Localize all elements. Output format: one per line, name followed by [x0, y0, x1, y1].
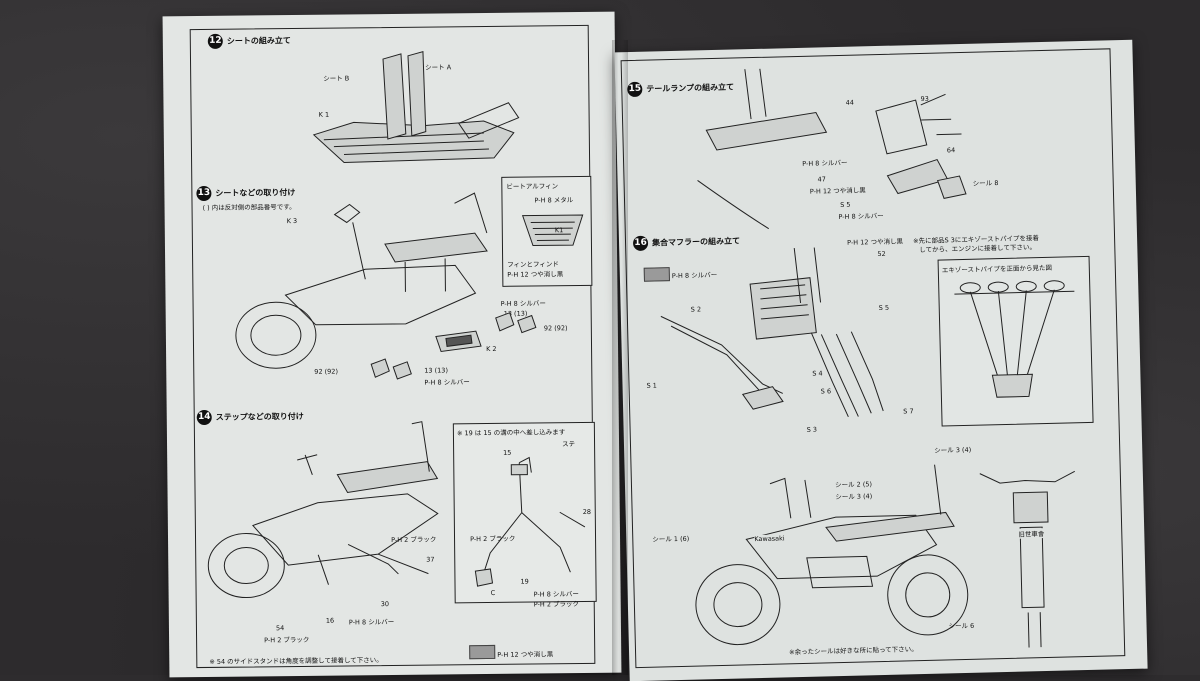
label-s3: S 3 [806, 425, 818, 434]
turn-signal-parts-right [495, 312, 537, 334]
seal-sheet-part [936, 175, 967, 199]
label-s6: S 6 [820, 387, 832, 396]
label-k2: K 2 [486, 344, 497, 354]
book-gutter [612, 40, 628, 675]
label-16: 16 [325, 616, 335, 625]
label-seal-3: シール 3 (4) [835, 492, 873, 502]
label-black-3: P-H 2 ブラック [264, 635, 310, 645]
step-14-inset-note: ※ 19 は 15 の溝の中へ差し込みます [456, 428, 566, 438]
completed-motorcycle-side-view [695, 464, 969, 646]
label-silver-c: P-H 8 シルバー [533, 590, 579, 599]
label-s4: S 4 [812, 369, 823, 378]
label-silver-14: P-H 8 シルバー [348, 617, 395, 627]
label-44: 44 [845, 98, 855, 107]
label-black-15: P-H 12 つや消し黒 [809, 186, 866, 196]
matte-black-swatch-label: P-H 12 つや消し黒 [497, 650, 554, 659]
label-92a: 92 (92) [543, 324, 568, 333]
label-black-c2: P-H 2 ブラック [533, 600, 580, 609]
motorcycle-seat-mount-drawing [235, 192, 488, 369]
exhaust-pipes-front-view [954, 280, 1075, 398]
motorcycle-step-mount-drawing [207, 421, 439, 599]
beat-fin-title: ビートアルフィン [506, 182, 559, 191]
label-silver-2: P-H 8 シルバー [424, 378, 470, 387]
step-bracket-drawing [474, 456, 586, 587]
label-seal-6: シール 6 [948, 621, 975, 631]
label-93: 93 [920, 94, 929, 103]
label-64: 64 [946, 146, 956, 155]
matte-black-swatch [469, 644, 496, 660]
license-plate-text: 旧世車會 [1018, 528, 1045, 539]
label-seal-2: シール 2 (5) [834, 480, 873, 490]
label-30: 30 [380, 600, 390, 609]
label-black-c: P-H 2 ブラック [470, 534, 516, 544]
label-black-1: P-H 2 ブラック [391, 535, 437, 545]
label-s7: S 7 [903, 407, 914, 416]
label-92b: 92 (92) [314, 367, 339, 376]
label-s2: S 2 [690, 305, 702, 314]
label-c: C [490, 588, 496, 597]
right-instruction-page: 15 テールランプの組み立て 44 93 64 P-H 8 シルバー 47 P-… [614, 39, 1148, 681]
label-seal-4: シール 3 (4) [934, 445, 972, 455]
label-k1: K 1 [318, 110, 330, 119]
step-12-number: 12 [207, 33, 223, 49]
tail-light-part [435, 330, 482, 353]
label-s5-15: S 5 [840, 200, 851, 209]
label-seal-1: シール 1 (6) [652, 534, 690, 544]
beat-fin-part-label: K1 [554, 226, 564, 235]
step-12-header: 12 シートの組み立て [207, 33, 291, 49]
muffler-assembly-drawing [660, 247, 884, 418]
label-13b: 13 (13) [424, 366, 449, 375]
label-s1: S 1 [646, 381, 657, 390]
completed-motorcycle-rear-view [979, 470, 1075, 648]
step-13-number: 13 [196, 185, 212, 202]
label-silver-15b: P-H 8 シルバー [838, 211, 884, 221]
label-28: 28 [582, 507, 592, 517]
kawasaki-tank-logo: Kawasaki [754, 534, 785, 544]
label-47: 47 [817, 175, 826, 184]
tail-lamp-drawing [697, 68, 962, 230]
left-instruction-page: 12 シートの組み立て シート B シート A K 1 13 シートなどの取り付… [162, 11, 622, 678]
label-seal-8: シール 8 [972, 179, 999, 188]
beat-fin-fin: フィンとフィンド [507, 260, 559, 269]
label-seat-b: シート B [323, 74, 350, 83]
label-19: 19 [520, 577, 529, 586]
label-silver-1: P-H 8 シルバー [500, 299, 546, 308]
label-s5-16: S 5 [878, 303, 890, 313]
label-silver-15a: P-H 8 シルバー [802, 158, 848, 168]
label-54: 54 [275, 624, 285, 633]
label-k3: K 3 [286, 216, 298, 226]
beat-fin-black: P-H 12 つや消し黒 [507, 270, 564, 279]
inset-small-label: ステ [562, 440, 576, 449]
step-15-number: 15 [627, 81, 643, 98]
beat-fin-part [521, 214, 584, 247]
turn-signal-parts-left [370, 358, 412, 380]
seat-assembly-drawing [312, 51, 520, 163]
step-14-footnote: ※ 54 のサイドスタンドは角度を調整して接着して下さい。 [209, 656, 383, 666]
step-12-title: シートの組み立て [226, 36, 291, 46]
label-37: 37 [426, 555, 435, 564]
label-seat-a: シート A [425, 63, 452, 72]
beat-fin-metal: P-H 8 メタル [534, 196, 574, 205]
